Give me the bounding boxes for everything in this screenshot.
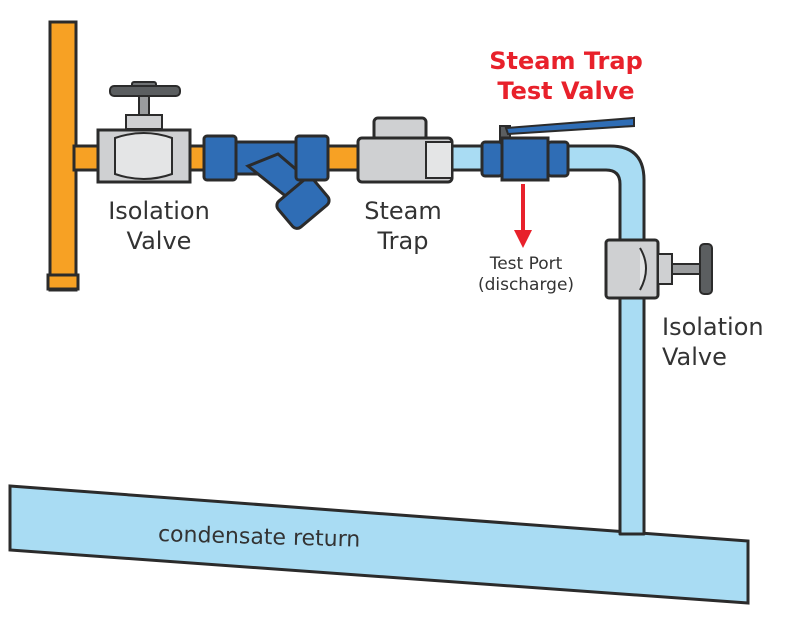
- condensate-pipe: [438, 144, 646, 536]
- steam-trap-icon: [356, 116, 454, 184]
- steam-trap-label-line1: Steam: [364, 197, 442, 225]
- test-valve-label-line1: Steam Trap: [489, 47, 643, 75]
- test-valve-label-line2: Test Valve: [497, 77, 635, 105]
- condensate-return-pipe: [8, 484, 750, 605]
- isolation-valve-label-line2: Valve: [662, 343, 727, 371]
- isolation-valve-label-line1: Isolation: [662, 313, 764, 341]
- ball-valve-icon: [480, 116, 635, 182]
- isolation-valve-label-right: Isolation Valve: [662, 312, 792, 372]
- test-port-label: Test Port (discharge): [466, 254, 586, 296]
- isolation-valve-label-line2: Valve: [126, 227, 192, 255]
- globe-valve-icon: [604, 238, 713, 300]
- steam-trap-label: Steam Trap: [348, 196, 458, 256]
- test-port-label-line2: (discharge): [477, 275, 575, 295]
- globe-valve-icon: [96, 81, 192, 184]
- steam-trap-label-line2: Trap: [377, 227, 429, 255]
- test-port-label-line1: Test Port: [489, 254, 563, 274]
- y-strainer-icon: [202, 134, 331, 230]
- isolation-valve-label-left: Isolation Valve: [94, 196, 224, 256]
- arrow-down-icon: [514, 184, 532, 248]
- test-valve-label: Steam Trap Test Valve: [468, 46, 664, 106]
- isolation-valve-label-line1: Isolation: [108, 197, 210, 225]
